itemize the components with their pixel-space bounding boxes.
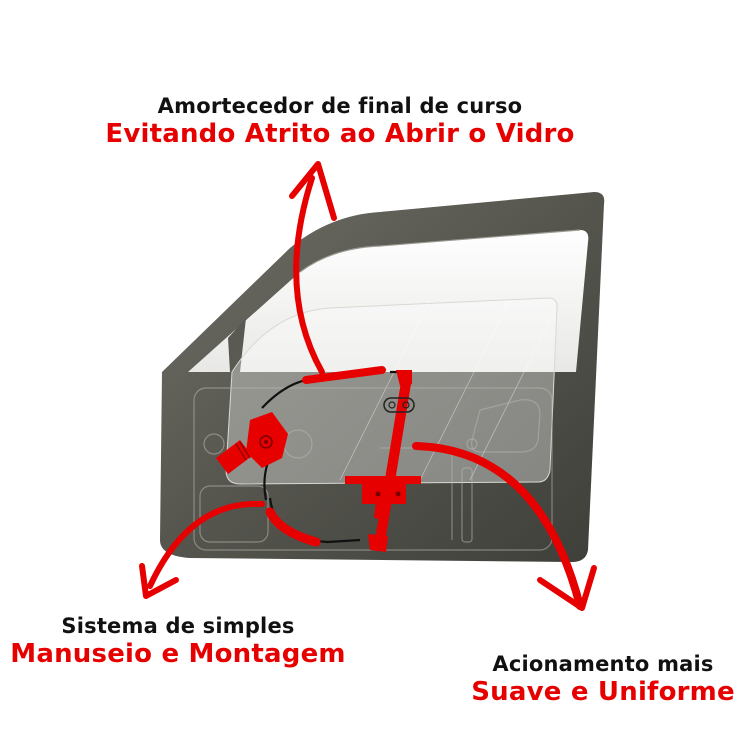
window-regulator-mechanism	[216, 366, 421, 552]
arrow-up-curved	[289, 161, 337, 375]
door-illustration	[160, 192, 605, 562]
motor-icon	[216, 412, 288, 474]
callout-right: Acionamento mais Suave e Uniforme	[462, 652, 744, 708]
callout-left-highlight: Manuseio e Montagem	[10, 639, 346, 670]
callout-right-highlight: Suave e Uniforme	[471, 677, 735, 708]
callout-top-heading: Amortecedor de final de curso	[157, 94, 523, 118]
callout-left: Sistema de simples Manuseio e Montagem	[0, 614, 356, 670]
callout-top-highlight: Evitando Atrito ao Abrir o Vidro	[105, 119, 575, 150]
arrow-down-left-curved	[139, 500, 265, 599]
arrow-down-right-curved	[412, 442, 597, 611]
callout-right-heading: Acionamento mais	[492, 652, 714, 676]
callout-top: Amortecedor de final de curso Evitando A…	[60, 94, 620, 150]
callout-left-heading: Sistema de simples	[61, 614, 295, 638]
